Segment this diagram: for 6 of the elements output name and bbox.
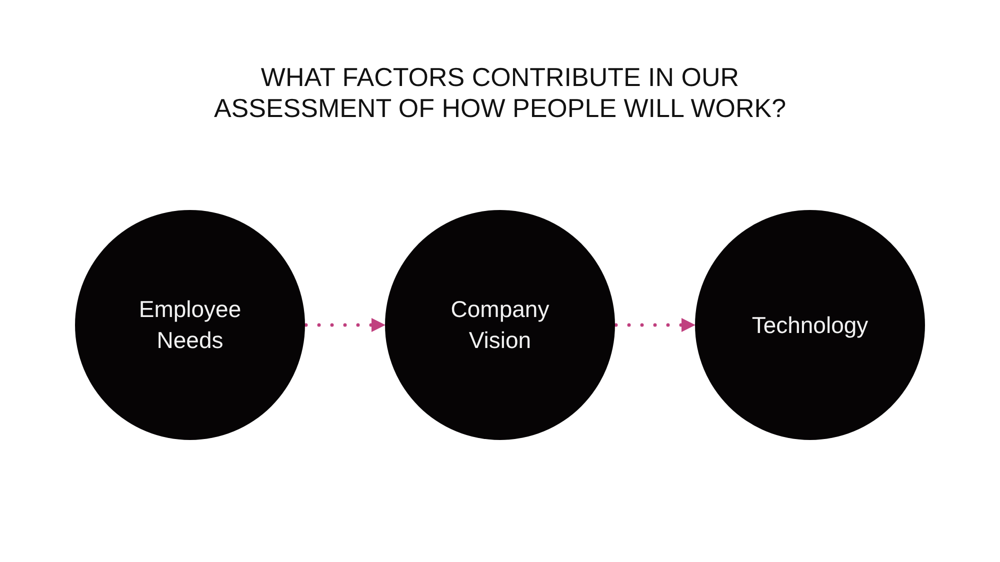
node-label: Company Vision (450, 295, 550, 355)
node-label: Employee Needs (138, 295, 242, 355)
dotted-arrow (614, 318, 696, 332)
dotted-arrow (304, 318, 386, 332)
node-label: Technology (750, 310, 870, 340)
title: WHAT FACTORS CONTRIBUTE IN OUR ASSESSMENT OF HOW PEOPLE WILL WORK? (212, 62, 788, 124)
